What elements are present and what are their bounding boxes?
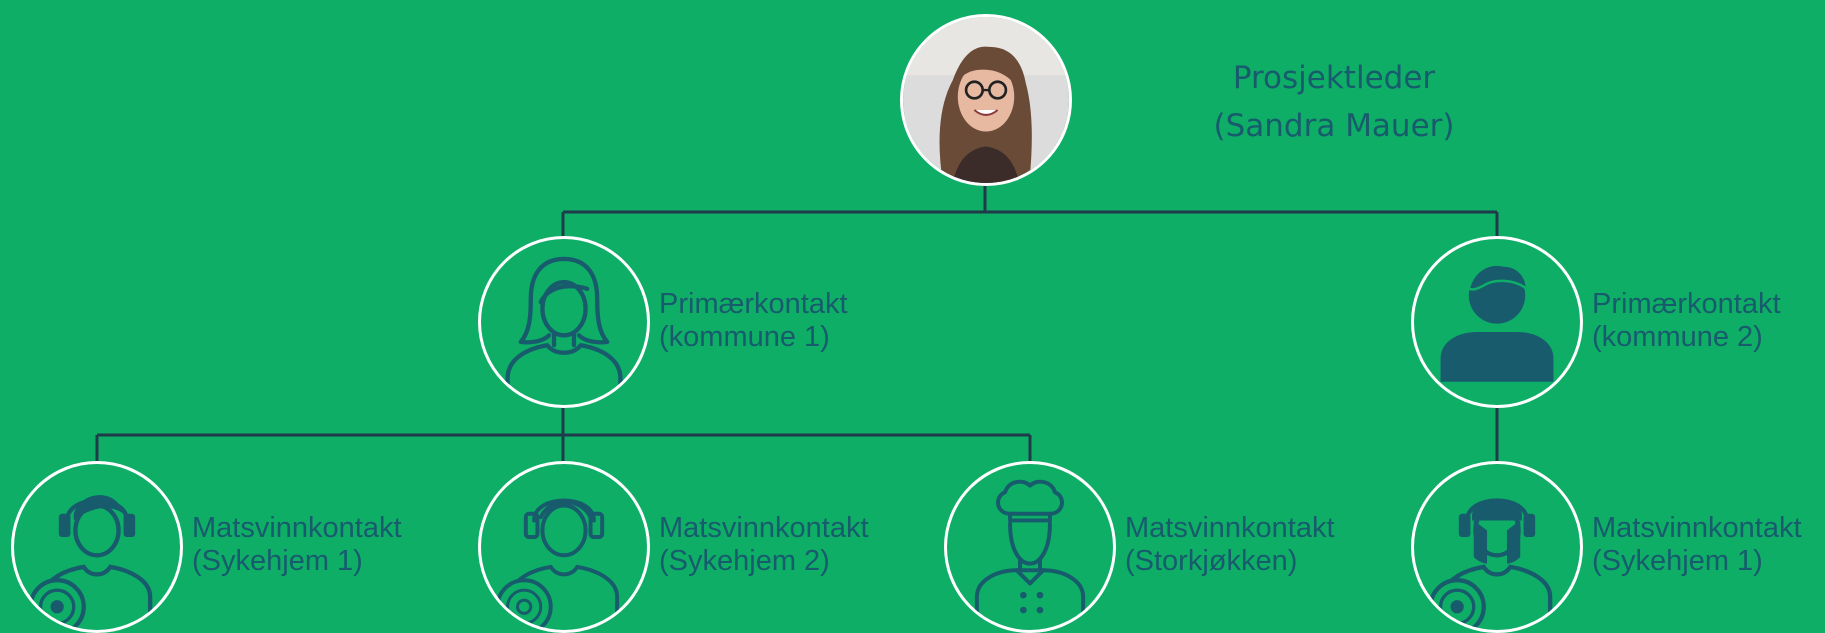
contact-node-4 bbox=[1411, 461, 1583, 633]
root-role: Prosjektleder bbox=[1232, 60, 1436, 96]
woman-headset-disc-icon bbox=[495, 498, 620, 630]
root-label: Prosjektleder (Sandra Mauer) bbox=[1174, 54, 1494, 150]
contact-label-4: Matsvinnkontakt (Sykehjem 1) bbox=[1592, 512, 1802, 578]
primary-left-role: Primærkontakt bbox=[659, 288, 848, 320]
woman-headset-disc-icon bbox=[1428, 498, 1553, 630]
primary-left-label: Primærkontakt (kommune 1) bbox=[659, 288, 848, 354]
contact-detail-1: (Sykehjem 1) bbox=[192, 545, 363, 577]
primary-left-detail: (kommune 1) bbox=[659, 321, 830, 353]
contact-detail-3: (Storkjøkken) bbox=[1125, 545, 1298, 577]
contact-label-1: Matsvinnkontakt (Sykehjem 1) bbox=[192, 512, 402, 578]
root-photo-node bbox=[900, 14, 1072, 186]
contact-node-3 bbox=[944, 461, 1116, 633]
root-name: (Sandra Mauer) bbox=[1213, 108, 1455, 144]
contact-detail-4: (Sykehjem 1) bbox=[1592, 545, 1763, 577]
portrait-photo bbox=[903, 17, 1069, 183]
contact-node-1 bbox=[11, 461, 183, 633]
contact-detail-2: (Sykehjem 2) bbox=[659, 545, 830, 577]
primary-right-node bbox=[1411, 236, 1583, 408]
contact-role-2: Matsvinnkontakt bbox=[659, 512, 869, 544]
primary-left-node bbox=[478, 236, 650, 408]
primary-right-detail: (kommune 2) bbox=[1592, 321, 1763, 353]
man-icon bbox=[1440, 263, 1554, 382]
contact-role-4: Matsvinnkontakt bbox=[1592, 512, 1802, 544]
contact-label-2: Matsvinnkontakt (Sykehjem 2) bbox=[659, 512, 869, 578]
woman-icon bbox=[505, 256, 623, 405]
woman-headset-disc-icon bbox=[28, 495, 153, 630]
primary-right-role: Primærkontakt bbox=[1592, 288, 1781, 320]
contact-role-1: Matsvinnkontakt bbox=[192, 512, 402, 544]
contact-node-2 bbox=[478, 461, 650, 633]
primary-right-label: Primærkontakt (kommune 2) bbox=[1592, 288, 1781, 354]
contact-label-3: Matsvinnkontakt (Storkjøkken) bbox=[1125, 512, 1335, 578]
chef-icon bbox=[974, 479, 1086, 630]
contact-role-3: Matsvinnkontakt bbox=[1125, 512, 1335, 544]
